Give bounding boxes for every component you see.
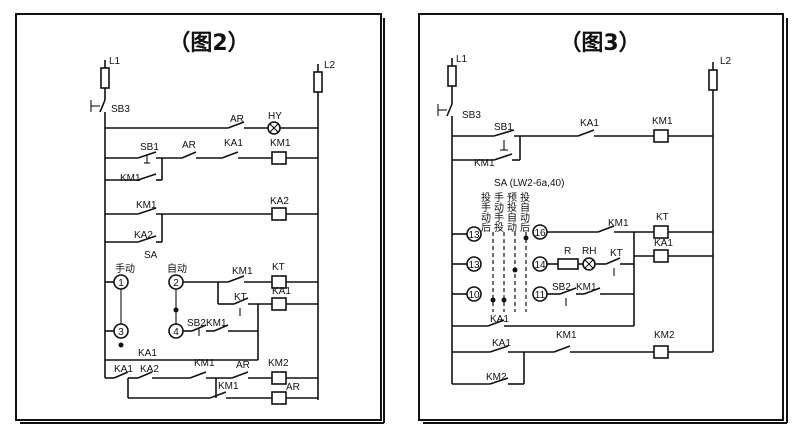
fig3-node-10: 10 [468, 290, 480, 301]
fig2-sb1-label: SB1 [140, 142, 159, 153]
fig3-l2-feed [708, 62, 718, 352]
fig2-manual-label: 手动 [115, 262, 135, 275]
fig3-km1-coil-label: KM1 [652, 116, 673, 127]
fig2-kt-coil-label: KT [272, 262, 285, 273]
fig3-col-3: 预投自动 [505, 192, 517, 233]
fig3-l1-feed [437, 58, 457, 384]
fig3-node-11: 11 [535, 290, 546, 301]
fig2-ar-label-3: AR [236, 360, 250, 371]
fig3-sb1-label: SB1 [494, 122, 513, 133]
fig2-ka1-coil-label: KA1 [272, 286, 291, 297]
fig2-node-1: 1 [118, 278, 124, 289]
fig3-r-label: R [564, 246, 571, 257]
fig3-l1-label: L1 [456, 54, 468, 65]
fig3-kt-label: KT [610, 248, 623, 259]
fig2-sa-switch [105, 274, 318, 348]
fig3-row-km1 [452, 129, 713, 161]
fig2-hy-label: HY [268, 111, 282, 122]
fig3-col-1: 投手动后 [479, 191, 491, 233]
fig3-sa-label: SA (LW2-6a,40) [494, 178, 564, 189]
fig2-ka2-label: KA2 [134, 230, 153, 241]
fig3-km2-coil-label: KM2 [654, 330, 675, 341]
fig2-frame [15, 13, 382, 421]
fig2-row-hy [105, 121, 318, 135]
fig2-km1-label-4: KM1 [206, 318, 227, 329]
fig3-kt-coil-label: KT [656, 212, 669, 223]
fig3-col-4: 投自动后 [518, 191, 530, 233]
fig2-ar-coil-label: AR [286, 382, 300, 393]
fig2-sb3-label: SB3 [111, 104, 130, 115]
fig3-rh-label: RH [582, 246, 596, 257]
fig2-km2-coil-label: KM2 [268, 358, 289, 369]
fig3-km1-label-4: KM1 [556, 330, 577, 341]
fig3-col-2: 手动手投 [492, 191, 504, 233]
fig2-ka1-label-3: KA1 [114, 364, 133, 375]
fig2-title: （图2） [168, 31, 249, 56]
fig2-row-ka2 [105, 207, 318, 243]
fig3-ka1-label-1: KA1 [580, 118, 599, 129]
fig2-km1-label-6: KM1 [218, 381, 239, 392]
fig3-km1-label-3: KM1 [576, 282, 597, 293]
fig3-km2-label: KM2 [486, 372, 507, 383]
fig3-title: （图3） [559, 31, 640, 56]
fig3-ka1-label-3: KA1 [492, 338, 511, 349]
fig3-node-16: 16 [534, 228, 546, 239]
fig3-frame [418, 13, 784, 421]
fig3-node-13b: 13 [468, 260, 480, 271]
fig2-km1-coil-label: KM1 [270, 138, 291, 149]
fig2-ka1-label-2: KA1 [138, 348, 157, 359]
fig2-km1-label-2: KM1 [136, 200, 157, 211]
fig2-ka2-coil-label: KA2 [270, 196, 289, 207]
fig2-km1-hold-label: KM1 [120, 173, 141, 184]
fig3-sb2-label: SB2 [552, 282, 571, 293]
fig2-sb2-label: SB2 [187, 318, 206, 329]
fig2-node-4: 4 [173, 327, 179, 338]
fig3-ka1-coil-label: KA1 [654, 238, 673, 249]
fig2-ka2-label-2: KA2 [140, 364, 159, 375]
fig3-node-14: 14 [534, 260, 546, 271]
fig3-km1-label-2: KM1 [608, 218, 629, 229]
fig2-km1-label-5: KM1 [194, 358, 215, 369]
fig3-ka1-label-2: KA1 [490, 314, 509, 325]
fig2-node-3: 3 [118, 327, 124, 338]
fig3-sb3-label: SB3 [462, 110, 481, 121]
fig2-auto-label: 自动 [167, 262, 187, 275]
fig3-l2-label: L2 [720, 56, 732, 67]
fig2-kt-label: KT [234, 292, 247, 303]
fig3-node-13a: 13 [468, 230, 480, 241]
fig2-ar-label-1: AR [230, 114, 244, 125]
fig3-row-km2 [452, 319, 713, 385]
fig2-ar-label-2: AR [182, 140, 196, 151]
fig2-l2-feed [313, 64, 323, 400]
fig3-km1-hold-label: KM1 [474, 158, 495, 169]
fig2-sa-label: SA [144, 250, 158, 261]
fig2-km1-label-3: KM1 [232, 266, 253, 277]
fig2-row-km1 [105, 151, 318, 181]
fig2-l1-feed [90, 60, 110, 378]
fig2-row-km2-ar [105, 331, 318, 405]
fig2-ka1-label-1: KA1 [224, 138, 243, 149]
fig2-l2-label: L2 [324, 60, 336, 71]
fig2-node-2: 2 [173, 278, 179, 289]
fig2-l1-label: L1 [109, 56, 121, 67]
fig3-sa-switch [452, 224, 713, 326]
